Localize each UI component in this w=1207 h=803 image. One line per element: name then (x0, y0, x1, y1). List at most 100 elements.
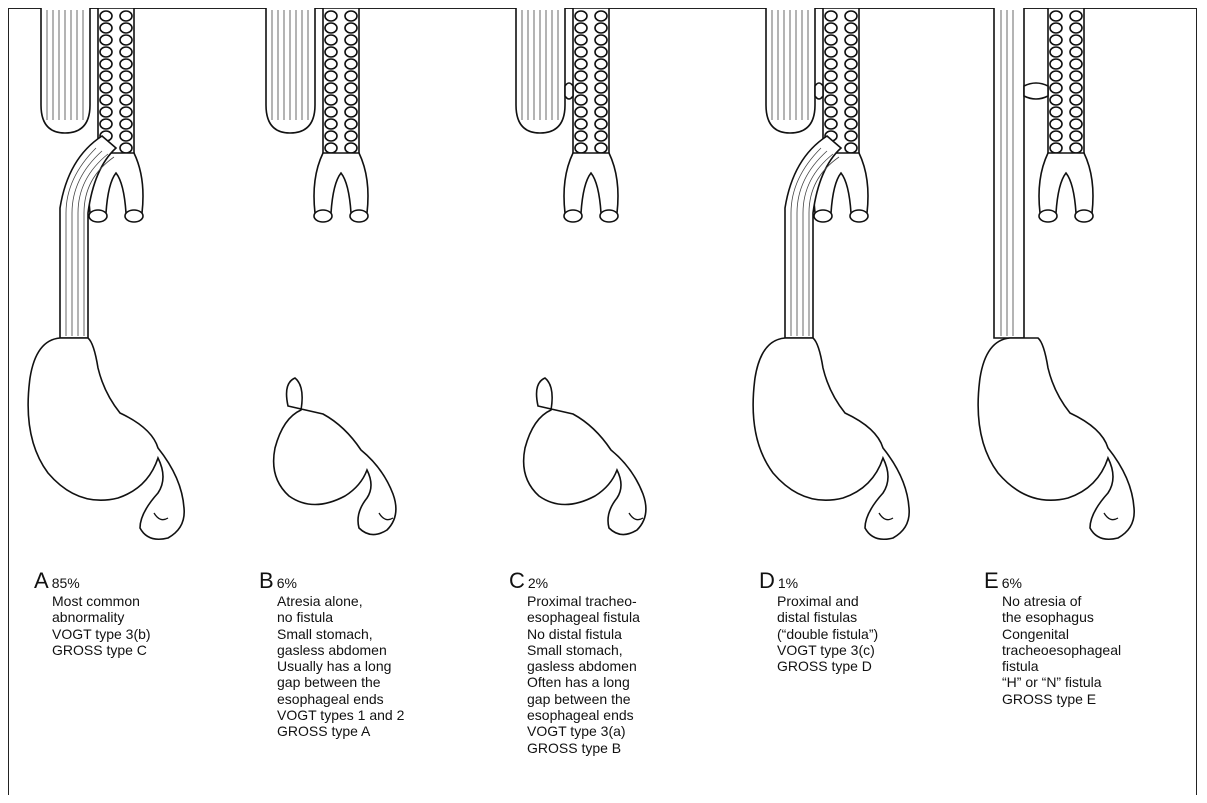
tracheal-ring (100, 107, 112, 117)
tracheal-ring (325, 143, 337, 153)
caption-line: VOGT types 1 and 2 (277, 707, 459, 723)
tracheal-ring (845, 143, 857, 153)
tracheal-ring (1070, 131, 1082, 141)
panel-percent: 2% (528, 575, 548, 591)
caption-line: esophageal fistula (527, 609, 709, 625)
caption-line: no fistula (277, 609, 459, 625)
tracheal-ring (575, 59, 587, 69)
anatomy-illustration-e (958, 8, 1183, 568)
proximal-fistula (815, 83, 823, 99)
tracheal-ring (120, 107, 132, 117)
right-bronchus-opening (1075, 210, 1093, 222)
right-bronchus-opening (350, 210, 368, 222)
tracheal-ring (1070, 11, 1082, 21)
tracheal-ring (825, 107, 837, 117)
caption-line: VOGT type 3(c) (777, 642, 959, 658)
tracheal-ring (100, 83, 112, 93)
tracheal-ring (1070, 23, 1082, 33)
tracheal-ring (1050, 107, 1062, 117)
anatomy-illustration-b (233, 8, 458, 568)
tracheal-ring (345, 71, 357, 81)
tracheal-ring (1050, 95, 1062, 105)
tracheal-ring (1070, 119, 1082, 129)
panel-letter: B (259, 570, 274, 592)
esophagus-tube (994, 8, 1024, 338)
tracheal-ring (1070, 47, 1082, 57)
anatomy-group (516, 8, 646, 535)
panel-letter: D (759, 570, 775, 592)
panel-letter: C (509, 570, 525, 592)
tracheal-ring (1070, 71, 1082, 81)
caption-line: VOGT type 3(b) (52, 626, 234, 642)
caption-line: Atresia alone, (277, 593, 459, 609)
tracheal-ring (825, 11, 837, 21)
anatomy-illustration-a (8, 8, 233, 568)
caption-line: Congenital (1002, 626, 1184, 642)
proximal-fistula (565, 83, 573, 99)
tracheal-ring (575, 119, 587, 129)
tracheal-ring (100, 35, 112, 45)
caption-line: GROSS type B (527, 740, 709, 756)
caption-line: No distal fistula (527, 626, 709, 642)
tracheal-ring (1070, 59, 1082, 69)
tracheal-ring (325, 11, 337, 21)
caption-line: the esophagus (1002, 609, 1184, 625)
caption-line: GROSS type D (777, 658, 959, 674)
right-bronchus-opening (850, 210, 868, 222)
caption-lines: Most common abnormality VOGT type 3(b) G… (52, 593, 234, 658)
tracheal-ring (845, 23, 857, 33)
panel-b: B 6% Atresia alone, no fistula Small sto… (233, 8, 458, 795)
caption-lines: Proximal tracheo- esophageal fistula No … (527, 593, 709, 756)
panel-d: D 1% Proximal and distal fistulas (“doub… (733, 8, 958, 795)
tracheal-ring (575, 11, 587, 21)
caption-e: E 6% No atresia of the esophagus Congeni… (984, 570, 1184, 707)
tracheal-ring (345, 47, 357, 57)
panel-percent: 1% (778, 575, 798, 591)
tracheal-ring (345, 83, 357, 93)
tracheal-ring (575, 47, 587, 57)
tracheal-ring (325, 47, 337, 57)
caption-line: Proximal and (777, 593, 959, 609)
tracheal-ring (100, 95, 112, 105)
tracheal-ring (1070, 35, 1082, 45)
tracheal-ring (100, 47, 112, 57)
tracheal-ring (325, 83, 337, 93)
tracheal-ring (345, 35, 357, 45)
tracheal-ring (595, 71, 607, 81)
proximal-fistula (1024, 83, 1048, 99)
tracheal-ring (595, 119, 607, 129)
tracheal-ring (1050, 11, 1062, 21)
caption-line: abnormality (52, 609, 234, 625)
panel-percent: 85% (52, 575, 80, 591)
tracheal-ring (1050, 131, 1062, 141)
tracheal-ring (845, 71, 857, 81)
small-stomach (524, 378, 646, 535)
tracheal-ring (825, 95, 837, 105)
bronchi (314, 153, 368, 213)
tracheal-ring (120, 11, 132, 21)
caption-lines: No atresia of the esophagus Congenital t… (1002, 593, 1184, 707)
tracheal-ring (120, 131, 132, 141)
tracheal-ring (845, 11, 857, 21)
tracheal-ring (1050, 83, 1062, 93)
tracheal-ring (595, 95, 607, 105)
tracheal-ring (120, 23, 132, 33)
tracheal-ring (1070, 83, 1082, 93)
caption-lines: Proximal and distal fistulas (“double fi… (777, 593, 959, 674)
caption-line: gasless abdomen (527, 658, 709, 674)
tracheal-ring (325, 119, 337, 129)
tracheal-ring (325, 71, 337, 81)
caption-line: Small stomach, (527, 642, 709, 658)
tracheal-ring (845, 131, 857, 141)
tracheal-ring (825, 71, 837, 81)
caption-a: A 85% Most common abnormality VOGT type … (34, 570, 234, 658)
caption-d: D 1% Proximal and distal fistulas (“doub… (759, 570, 959, 674)
tracheal-ring (845, 107, 857, 117)
tracheal-ring (1050, 23, 1062, 33)
tracheal-ring (825, 59, 837, 69)
tracheal-ring (595, 107, 607, 117)
tracheal-ring (595, 47, 607, 57)
tracheal-ring (325, 35, 337, 45)
left-bronchus-opening (314, 210, 332, 222)
tracheal-ring (325, 95, 337, 105)
